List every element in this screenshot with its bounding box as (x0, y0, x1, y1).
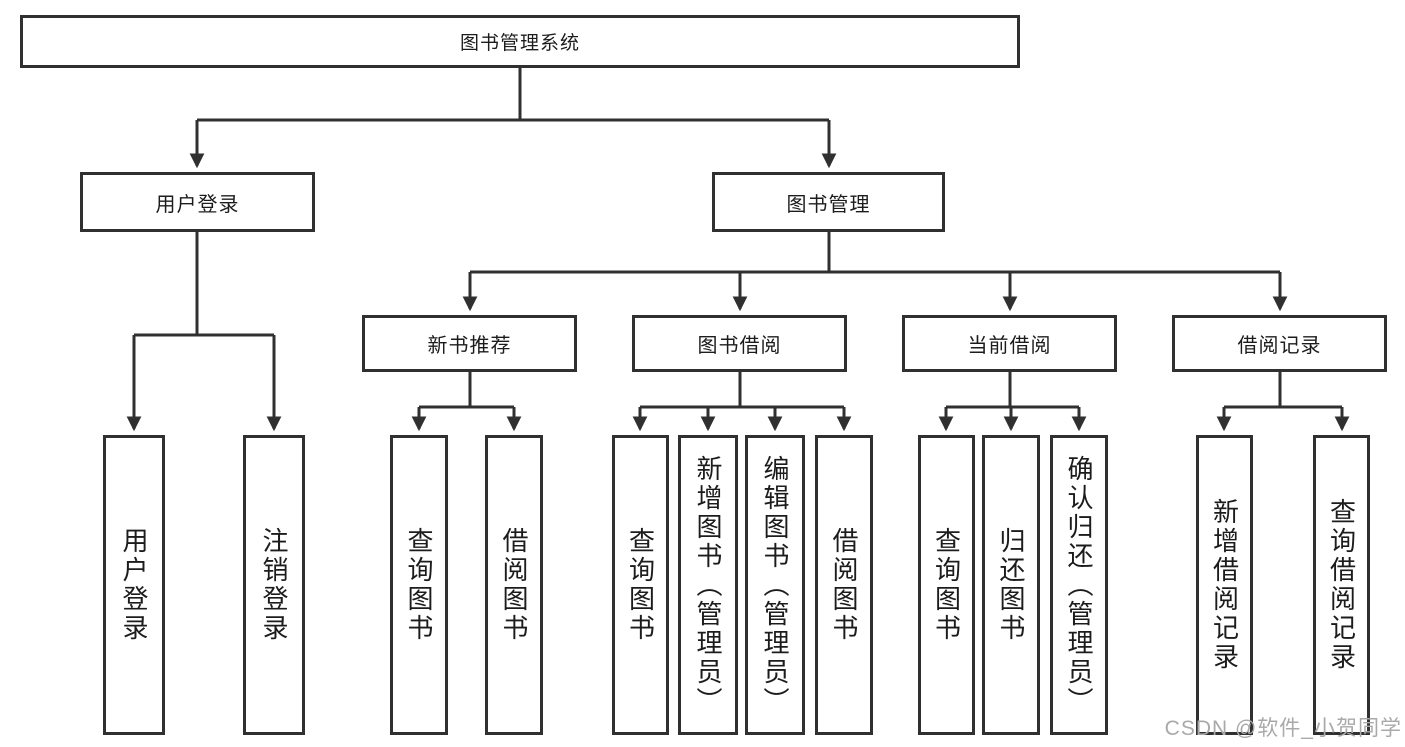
connector-current-to-leaves (938, 372, 1087, 432)
node-book-management: 图书管理 (712, 172, 945, 232)
connector-login-to-leaves (126, 232, 282, 432)
leaf-borrow-query-books: 查询图书 (612, 435, 669, 735)
node-label: 查询图书 (404, 527, 434, 643)
leaf-current-confirm-return-admin: 确认归还（管理员） (1050, 435, 1108, 735)
leaf-borrow-add-books-admin: 新增图书（管理员） (678, 435, 738, 735)
node-label: 确认归还（管理员） (1064, 454, 1094, 716)
node-label: 图书管理系统 (459, 33, 580, 54)
node-label: 新增图书（管理员） (693, 454, 723, 716)
node-new-book-recommend: 新书推荐 (362, 315, 577, 372)
node-borrow-records: 借阅记录 (1172, 315, 1387, 372)
connector-root-to-level2 (189, 68, 837, 169)
leaf-newbook-query-books: 查询图书 (390, 435, 448, 735)
node-label: 借阅图书 (829, 527, 859, 643)
connector-newbook-to-leaves (411, 372, 522, 432)
watermark: CSDN @软件_小贺同学 (1164, 717, 1402, 740)
leaf-login-logout: 注销登录 (243, 435, 305, 735)
leaf-current-return-books: 归还图书 (982, 435, 1040, 735)
node-label: 注销登录 (259, 527, 289, 643)
node-label: 新书推荐 (427, 335, 512, 357)
node-label: 查询借阅记录 (1326, 498, 1357, 672)
node-user-login: 用户登录 (80, 172, 315, 232)
node-label: 用户登录 (155, 193, 240, 216)
leaf-records-query-borrow-record: 查询借阅记录 (1313, 435, 1370, 735)
leaf-borrow-edit-books-admin: 编辑图书（管理员） (745, 435, 805, 735)
node-label: 新增借阅记录 (1209, 498, 1240, 672)
leaf-borrow-borrow-books: 借阅图书 (815, 435, 873, 735)
node-label: 借阅记录 (1237, 335, 1322, 357)
node-label: 归还图书 (996, 527, 1026, 643)
leaf-newbook-borrow-books: 借阅图书 (485, 435, 543, 735)
leaf-current-query-books: 查询图书 (918, 435, 975, 735)
node-label: 编辑图书（管理员） (760, 454, 790, 716)
node-book-borrowing: 图书借阅 (632, 315, 847, 372)
node-label: 查询图书 (931, 527, 962, 643)
node-label: 图书借阅 (697, 335, 782, 357)
node-label: 图书管理 (786, 193, 871, 216)
connector-borrow-to-leaves (632, 372, 852, 432)
connector-records-to-leaves (1216, 372, 1350, 432)
node-label: 查询图书 (625, 527, 656, 643)
node-label: 用户登录 (119, 527, 149, 643)
node-current-borrowing: 当前借阅 (902, 315, 1117, 372)
connector-management-to-level3 (462, 232, 1288, 312)
leaf-records-add-borrow-record: 新增借阅记录 (1196, 435, 1253, 735)
node-label: 当前借阅 (967, 335, 1052, 357)
node-label: 借阅图书 (499, 527, 529, 643)
node-root: 图书管理系统 (20, 15, 1020, 68)
leaf-login-user-login: 用户登录 (103, 435, 165, 735)
